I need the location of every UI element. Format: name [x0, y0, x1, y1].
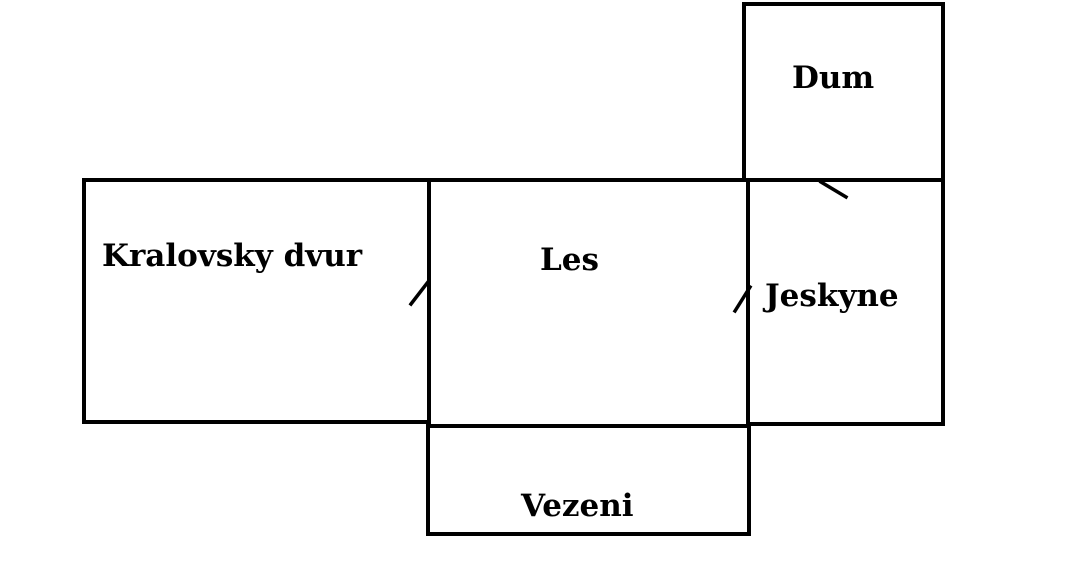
room-kralovsky-dvur	[82, 178, 431, 424]
room-label-jeskyne: Jeskyne	[765, 278, 899, 314]
room-label-kralovsky-dvur: Kralovsky dvur	[102, 238, 363, 274]
room-label-vezeni: Vezeni	[521, 488, 634, 524]
room-les	[427, 178, 750, 428]
room-label-dum: Dum	[792, 60, 875, 96]
room-label-les: Les	[540, 242, 599, 278]
room-vezeni	[426, 424, 751, 536]
